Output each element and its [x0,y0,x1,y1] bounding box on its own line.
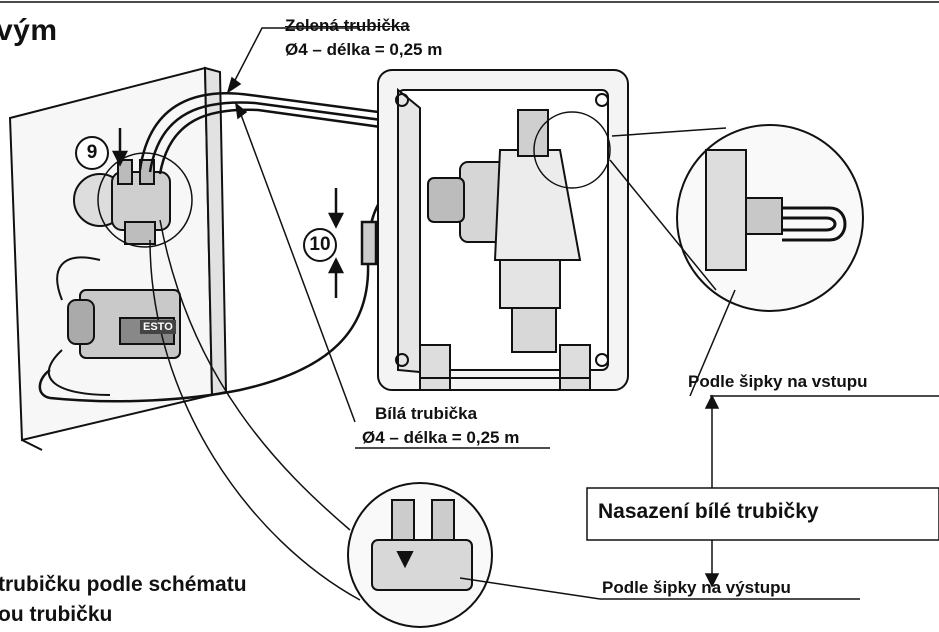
fitting-title-box [586,487,939,541]
step-9-marker: 9 [75,136,109,170]
arrow-output-label: Podle šipky na výstupu [602,578,791,597]
bottom-zoom-inset [149,219,493,628]
arrow-input-label: Podle šipky na vstupu [688,372,868,391]
step-10-marker: 10 [303,228,337,262]
white-tube-spec: Ø4 – délka = 0,25 m [362,428,520,447]
green-tube-name: Zelená trubička [285,16,410,35]
valve-body [427,109,611,353]
step-9-arrow [111,128,129,167]
valve-detail-circle [97,152,193,248]
bottom-text-line-1: trubičku podle schématu [0,573,247,596]
green-tube-spec: Ø4 – délka = 0,25 m [285,40,443,59]
right-zoom-inset [609,124,864,312]
electronic-module [47,256,181,396]
bottom-text-line-2: ou trubičku [0,603,113,626]
module-logo: ESTO [140,320,176,334]
fitting-title: Nasazení bílé trubičky [598,500,819,523]
tube-bundle [138,92,591,175]
solenoid-valve [73,152,193,248]
step-10-arrows [327,188,345,298]
box-detail-circle [533,111,611,189]
white-tube-name: Bílá trubička [375,404,478,423]
heading-fragment: vým [0,14,58,47]
